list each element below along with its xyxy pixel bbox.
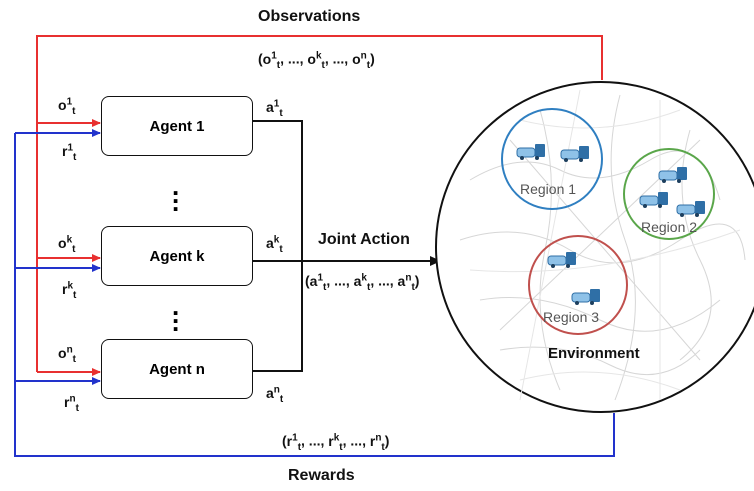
vehicle-icon (639, 192, 668, 208)
region-2-circle (623, 148, 715, 240)
agent-k-label: Agent k (149, 247, 205, 265)
vehicle-icon (560, 146, 589, 162)
vehicle-icon (658, 167, 687, 183)
reward-k-label: rkt (62, 280, 77, 301)
obs-1-label: o1t (58, 96, 76, 117)
vehicle-icon (516, 144, 545, 160)
agent-n-label: Agent n (149, 360, 205, 378)
agent-1-box: Agent 1 (101, 96, 253, 156)
rewards-title: Rewards (288, 467, 355, 484)
vehicle-icon (676, 201, 705, 217)
observation-lines (36, 35, 603, 376)
region-3-label: Region 3 (543, 309, 600, 325)
vehicle-icon (547, 252, 576, 268)
action-1-label: a1t (266, 98, 283, 119)
action-k-label: akt (266, 234, 283, 255)
obs-n-label: ont (58, 344, 77, 365)
ellipsis-2-icon: ... (172, 291, 180, 337)
agent-k-box: Agent k (101, 226, 253, 286)
agent-n-box: Agent n (101, 339, 253, 399)
joint-action-formula: (a1t, ..., akt, ..., ant) (305, 272, 420, 293)
environment-label: Environment (548, 345, 640, 362)
region-3-circle (528, 235, 628, 335)
reward-1-label: r1t (62, 142, 77, 163)
region-2-label: Region 2 (641, 219, 698, 235)
agent-1-label: Agent 1 (149, 117, 205, 135)
action-n-label: ant (266, 384, 284, 405)
ellipsis-1-icon: ... (172, 171, 180, 217)
reward-n-label: rnt (64, 393, 79, 414)
region-1-label: Region 1 (520, 181, 577, 197)
rewards-formula: (r1t, ..., rkt, ..., rnt) (282, 432, 390, 453)
action-lines (253, 120, 441, 372)
region-1-circle (501, 108, 603, 210)
observations-formula: (o1t, ..., okt, ..., ont) (258, 50, 375, 71)
environment-circle (435, 81, 754, 413)
vehicle-icon (571, 289, 600, 305)
obs-k-label: okt (58, 234, 76, 255)
joint-action-title: Joint Action (318, 231, 410, 248)
reward-lines (14, 129, 615, 457)
observations-title: Observations (258, 8, 361, 25)
vehicle-icons (516, 144, 705, 305)
